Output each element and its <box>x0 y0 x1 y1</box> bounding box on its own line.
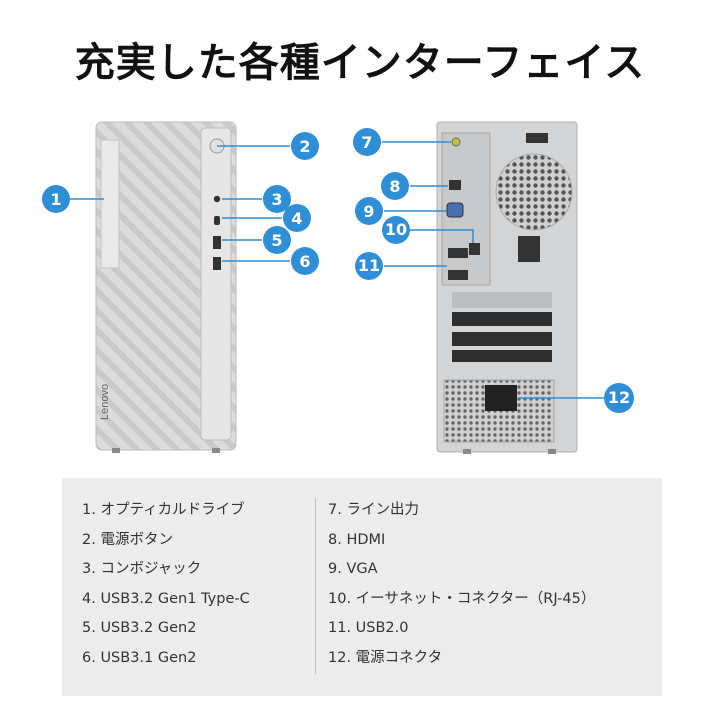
svg-text:9: 9 <box>363 202 374 221</box>
svg-text:3: 3 <box>271 190 282 209</box>
callout-9: 9 <box>355 197 383 225</box>
svg-text:2: 2 <box>299 137 310 156</box>
callout-7: 7 <box>353 128 381 156</box>
pc-illustration: Lenovo <box>42 121 634 454</box>
callout-8: 8 <box>381 172 409 200</box>
legend-item: 12. 電源コネクタ <box>328 649 443 666</box>
svg-text:12: 12 <box>608 388 630 407</box>
callout-1: 1 <box>42 185 70 213</box>
legend-item: 2. 電源ボタン <box>82 531 173 548</box>
ethernet-port-icon <box>469 243 480 255</box>
line-out-icon <box>451 137 461 147</box>
svg-text:7: 7 <box>361 133 372 152</box>
svg-text:10: 10 <box>385 220 407 239</box>
callout-5: 5 <box>263 226 291 254</box>
legend-panel: 1. オプティカルドライブ 2. 電源ボタン 3. コンボジャック 4. USB… <box>62 478 662 696</box>
usb2-port-icon <box>448 270 458 280</box>
svg-text:6: 6 <box>299 252 310 271</box>
combo-jack-icon <box>213 195 221 203</box>
callout-lines <box>70 141 606 399</box>
hdmi-port-icon <box>449 180 461 190</box>
svg-text:4: 4 <box>291 209 302 228</box>
usb-c-port-icon <box>214 216 220 225</box>
svg-text:8: 8 <box>389 177 400 196</box>
callout-12: 12 <box>604 383 634 413</box>
callout-2: 2 <box>291 132 319 160</box>
legend-item: 10. イーサネット・コネクター（RJ-45） <box>328 590 596 607</box>
usb2-port-icon <box>458 248 468 258</box>
power-connector-icon <box>485 385 517 411</box>
legend-item: 4. USB3.2 Gen1 Type-C <box>82 590 250 607</box>
legend-item: 6. USB3.1 Gen2 <box>82 649 197 666</box>
legend-item: 1. オプティカルドライブ <box>82 502 245 518</box>
fan-vent-icon <box>495 153 573 231</box>
brand-logo: Lenovo <box>99 384 111 420</box>
rear-case <box>436 121 578 454</box>
legend-item: 11. USB2.0 <box>328 620 409 637</box>
svg-text:11: 11 <box>358 256 380 275</box>
callout-11: 11 <box>355 252 383 280</box>
callout-10: 10 <box>382 216 410 244</box>
usb2-port-icon <box>458 270 468 280</box>
callout-3: 3 <box>263 185 291 213</box>
usb2-port-icon <box>448 248 458 258</box>
front-case: Lenovo <box>95 121 237 453</box>
legend-column-front: 1. オプティカルドライブ 2. 電源ボタン 3. コンボジャック 4. USB… <box>82 496 250 674</box>
callout-6: 6 <box>291 247 319 275</box>
vga-port-icon <box>446 202 464 218</box>
legend-item: 5. USB3.2 Gen2 <box>82 620 197 637</box>
legend-item: 8. HDMI <box>328 531 386 548</box>
legend-item: 3. コンボジャック <box>82 561 202 578</box>
legend-divider <box>315 498 316 674</box>
page-title: 充実した各種インターフェイス <box>74 40 646 86</box>
legend-item: 7. ライン出力 <box>328 502 419 518</box>
legend-item: 9. VGA <box>328 561 378 578</box>
callout-4: 4 <box>283 204 311 232</box>
legend-column-rear: 7. ライン出力 8. HDMI 9. VGA 10. イーサネット・コネクター… <box>328 496 595 674</box>
usb-a-port-icon <box>213 257 221 270</box>
usb-a-port-icon <box>213 236 221 249</box>
svg-text:1: 1 <box>50 190 61 209</box>
svg-text:5: 5 <box>271 231 282 250</box>
